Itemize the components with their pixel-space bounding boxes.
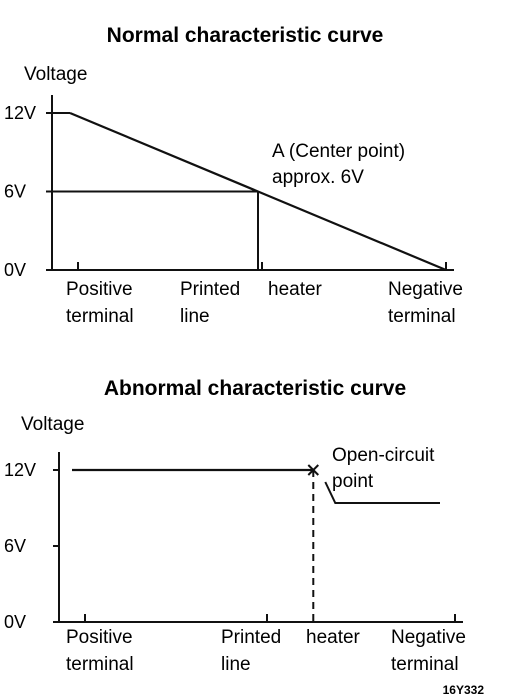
chart2-y-tick-label: 12V xyxy=(4,460,36,480)
chart2-x-label: Printed xyxy=(221,627,281,648)
chart1-y-tick-label: 0V xyxy=(4,260,26,280)
chart2-x-label: line xyxy=(221,654,251,675)
chart1-annotation-text: A (Center point) xyxy=(272,141,405,162)
chart2-x-label: terminal xyxy=(66,654,134,675)
chart1-x-label: Negative xyxy=(388,279,463,300)
chart2-y-tick-label: 0V xyxy=(4,612,26,632)
chart1-x-label: line xyxy=(180,306,210,327)
chart1-title: Normal characteristic curve xyxy=(107,24,384,47)
chart1-x-label: Positive xyxy=(66,279,133,300)
chart1-y-tick-label: 12V xyxy=(4,103,36,123)
chart1-annotation-text: approx. 6V xyxy=(272,167,364,188)
chart1-x-label: terminal xyxy=(388,306,456,327)
chart2-x-label: terminal xyxy=(391,654,459,675)
chart1-x-label: heater xyxy=(268,279,323,300)
chart2-annotation-text: point xyxy=(332,471,374,492)
chart1-y-axis-label: Voltage xyxy=(24,64,87,85)
chart2-open-circuit-mark-b xyxy=(307,464,319,476)
chart1-x-label: Printed xyxy=(180,279,240,300)
chart2-annotation-pointer xyxy=(324,481,440,504)
chart1-x-label: terminal xyxy=(66,306,134,327)
chart1-y-tick-label: 6V xyxy=(4,182,26,202)
figure-code: 16Y332 xyxy=(443,683,485,697)
chart2-y-tick-label: 6V xyxy=(4,536,26,556)
chart2-y-axis-label: Voltage xyxy=(21,414,84,435)
chart2-annotation-text: Open-circuit xyxy=(332,445,435,466)
chart2-x-label: Positive xyxy=(66,627,133,648)
chart2-title: Abnormal characteristic curve xyxy=(104,377,406,400)
chart2-x-label: heater xyxy=(306,627,361,648)
chart2-x-label: Negative xyxy=(391,627,466,648)
